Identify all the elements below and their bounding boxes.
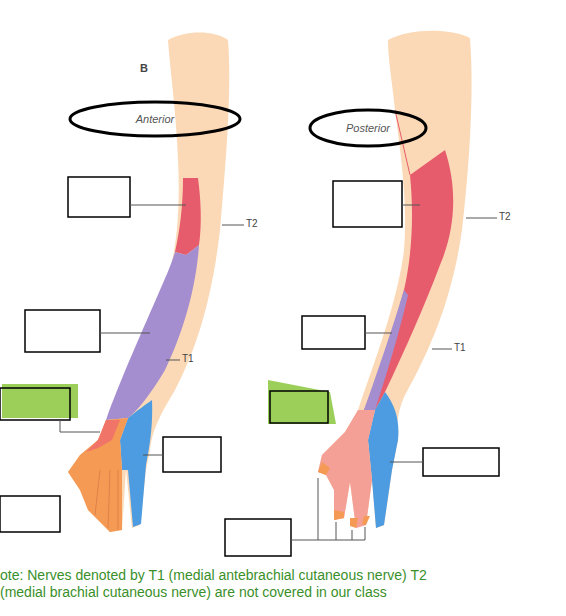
ellipse-node: Posterior <box>308 108 428 148</box>
leader-line <box>143 455 163 456</box>
t1-leader <box>166 360 180 361</box>
leader-line <box>390 462 423 463</box>
fingertip-area <box>318 462 370 528</box>
blank-box <box>333 181 402 227</box>
t1-leader <box>432 349 452 350</box>
blank-box <box>0 496 60 532</box>
blank-box <box>225 519 291 556</box>
ellipse-shape <box>310 110 426 146</box>
radial-thumb-area <box>86 420 120 452</box>
panel-letter: B <box>140 62 148 75</box>
green-highlight <box>2 384 78 418</box>
dermatome-label: T1 <box>454 342 466 354</box>
anterior-arm <box>68 33 244 533</box>
median-palm-area <box>68 418 128 532</box>
radial-dorsum-area <box>318 410 375 528</box>
ellipse-node: Anterior <box>68 100 242 138</box>
leader-line <box>130 205 186 206</box>
note-text: ote: Nerves denoted by T1 (medial antebr… <box>0 567 470 601</box>
blank-box <box>0 388 70 420</box>
finger-lines <box>95 470 118 530</box>
lateral-forearm-strip <box>364 290 408 410</box>
t2-leader <box>222 225 244 226</box>
view-label: Posterior <box>346 122 390 134</box>
green-highlight <box>268 380 336 424</box>
leader-line <box>365 333 392 334</box>
leader-lines <box>60 205 423 540</box>
ellipse-shape <box>70 102 240 136</box>
dermatome-label: T1 <box>182 353 194 365</box>
leader-line <box>60 420 100 432</box>
blank-box <box>270 391 328 423</box>
blank-box <box>163 437 221 472</box>
dermatome-label: T2 <box>499 211 511 223</box>
leader-bracket <box>291 478 365 540</box>
t2-leader <box>466 218 497 219</box>
answer-boxes <box>0 177 499 556</box>
lateral-upper-arm-area <box>175 178 201 255</box>
blank-box <box>25 310 100 352</box>
view-label: Anterior <box>136 113 175 125</box>
leader-line <box>402 205 420 206</box>
leader-line <box>100 333 150 334</box>
blank-box <box>68 177 130 217</box>
dermatome-label: T2 <box>246 218 258 230</box>
blank-box <box>302 316 365 349</box>
blank-box <box>423 448 499 476</box>
